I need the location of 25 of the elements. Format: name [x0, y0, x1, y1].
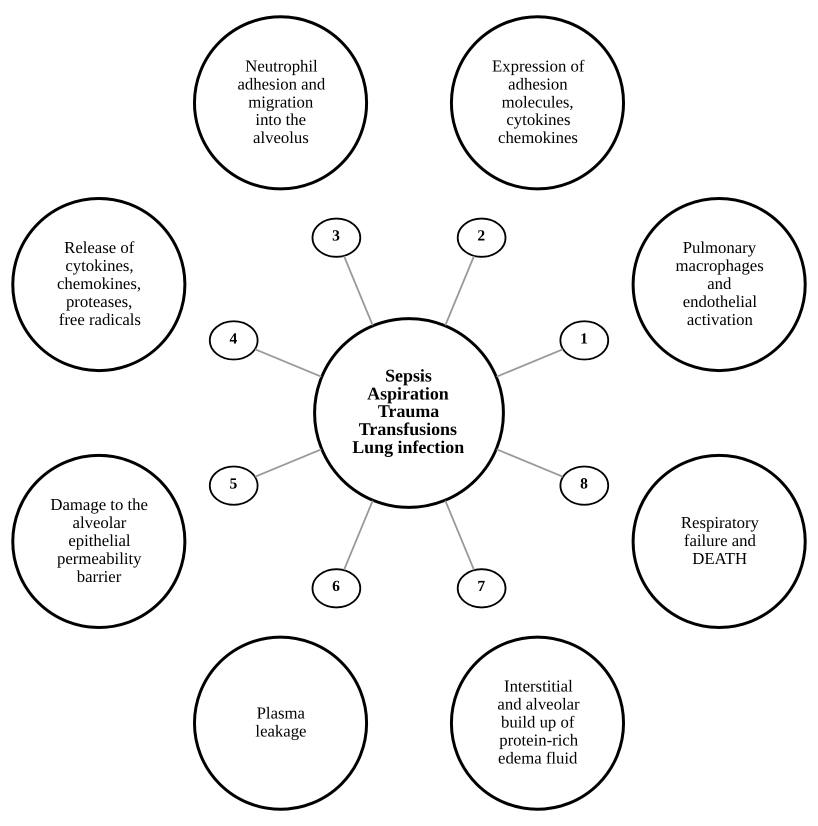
connector — [343, 500, 374, 570]
node-ellipse: 1 — [560, 320, 610, 360]
node-ellipse: 5 — [208, 466, 258, 506]
connector — [254, 348, 322, 378]
node-circle: Expression of adhesion molecules, cytokines chemokines — [450, 15, 626, 190]
connector — [496, 448, 564, 478]
node-ellipse: 2 — [456, 218, 506, 258]
connector — [444, 256, 475, 326]
connector — [444, 500, 475, 570]
node-ellipse: 3 — [312, 218, 362, 258]
node-ellipse: 6 — [312, 568, 362, 608]
node-circle: Release of cytokines, chemokines, proteases, free radicals — [11, 196, 186, 372]
node-circle: Interstitial and alveolar build up of protein-rich edema fluid — [450, 636, 626, 811]
connector — [343, 256, 374, 326]
node-circle: Plasma leakage — [192, 636, 368, 811]
node-circle: Pulmonary macrophages and endothelial activation — [632, 196, 807, 372]
node-circle: Respiratory failure and DEATH — [632, 454, 807, 630]
connector — [496, 348, 564, 378]
node-ellipse: 8 — [560, 466, 610, 506]
node-circle: Damage to the alveolar epithelial permeability barrier — [11, 454, 186, 630]
node-ellipse: 7 — [456, 568, 506, 608]
node-ellipse: 4 — [208, 320, 258, 360]
node-circle: Sepsis Aspiration Trauma Transfusions Lung infection — [313, 317, 505, 509]
connector — [254, 448, 322, 478]
node-circle: Neutrophil adhesion and migration into the alveolus — [192, 15, 368, 190]
